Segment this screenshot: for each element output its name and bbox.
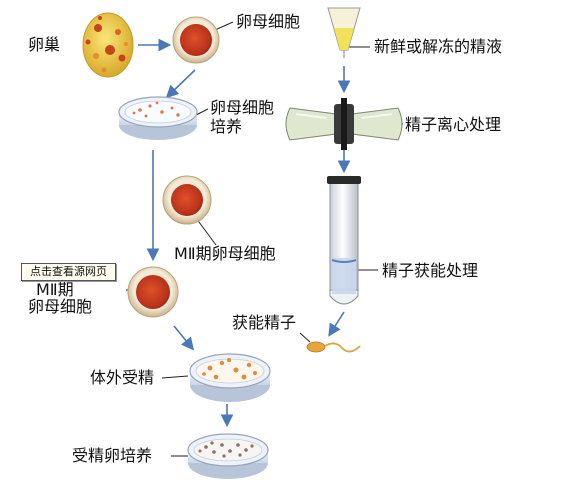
leader-mii — [195, 217, 217, 246]
label-mii-oocyte: MⅡ期卵母细胞 — [174, 244, 276, 263]
label-capacitated-sperm: 获能精子 — [232, 313, 297, 332]
arrow-tube-to-sperm — [328, 311, 345, 337]
label-mii-oocyte-2-line2: 卵母细胞 — [28, 297, 93, 316]
leader-sperm — [299, 332, 311, 343]
label-mii-oocyte-2-line1: MⅡ期 — [36, 280, 74, 299]
label-centrifuge: 精子离心处理 — [405, 115, 502, 134]
label-oocyte-culture-line2: 培养 — [210, 117, 243, 136]
capacitated-sperm-illustration — [306, 341, 361, 353]
ivf-dish — [189, 353, 271, 402]
leader-oocyte — [214, 21, 234, 31]
mii-oocyte-illustration — [162, 175, 212, 225]
oocyte-culture-dish — [118, 96, 198, 140]
leader-ivf — [161, 375, 189, 379]
centrifuge-illustration — [285, 98, 403, 150]
label-ovary: 卵巢 — [28, 35, 61, 54]
oocyte-illustration — [172, 16, 220, 64]
label-oocyte: 卵母细胞 — [236, 12, 301, 31]
label-ivf: 体外受精 — [90, 368, 155, 387]
flow-arrows — [138, 38, 351, 428]
label-zygote-culture: 受精卵培养 — [72, 446, 153, 465]
mii-oocyte-2-illustration — [127, 266, 179, 318]
arrow-mii-to-ivf — [173, 325, 195, 351]
label-oocyte-culture-line1: 卵母细胞 — [210, 98, 275, 117]
label-semen: 新鲜或解冻的精液 — [374, 37, 503, 56]
test-tube-illustration — [327, 176, 361, 305]
label-capacitation-process: 精子获能处理 — [382, 261, 479, 280]
ovary-illustration — [82, 12, 134, 78]
view-source-tooltip[interactable]: 点击查看源网页 — [21, 263, 116, 281]
arrow-oocyte-to-culture — [165, 69, 196, 99]
zygote-dish — [187, 433, 269, 479]
semen-funnel-illustration — [327, 7, 361, 58]
